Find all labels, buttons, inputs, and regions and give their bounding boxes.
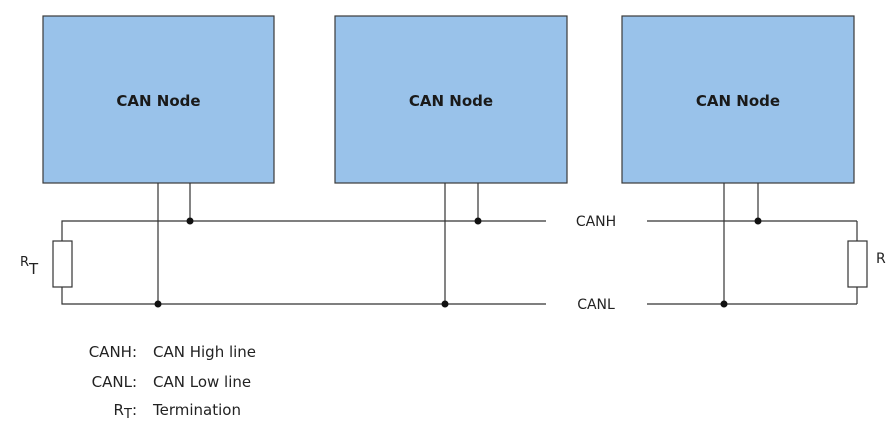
legend-key-canh: CANH: xyxy=(89,343,137,361)
resistor-left-label-main: R xyxy=(20,255,29,270)
can-node-3: CAN Node xyxy=(621,15,855,184)
can-node-label: CAN Node xyxy=(116,92,200,110)
can-node-box xyxy=(334,15,568,184)
legend-value-rt: Termination xyxy=(152,401,241,419)
termination-resistor-right xyxy=(847,240,868,288)
canl-bus-line xyxy=(61,287,858,305)
legend-key-rt: RT: xyxy=(114,401,137,422)
canl-junction-dot xyxy=(720,300,728,308)
resistor-left-label-sub: T xyxy=(28,260,39,278)
legend: CANH: CAN High line CANL: CAN Low line R… xyxy=(89,343,256,422)
can-node-label: CAN Node xyxy=(696,92,780,110)
can-node-1: CAN Node xyxy=(42,15,275,184)
resistor-left-label: RT xyxy=(20,255,39,278)
node-2-connections xyxy=(444,183,479,304)
canl-junction-dot xyxy=(154,300,162,308)
legend-key-canl: CANL: xyxy=(92,373,137,391)
can-node-box xyxy=(42,15,275,184)
can-node-label: CAN Node xyxy=(409,92,493,110)
legend-key-rt-suffix: : xyxy=(132,401,137,419)
legend-value-canl: CAN Low line xyxy=(153,373,251,391)
canl-label: CANL xyxy=(577,297,615,313)
legend-value-canh: CAN High line xyxy=(153,343,256,361)
node-3-connections xyxy=(723,183,759,304)
canh-junction-dot xyxy=(474,217,482,225)
termination-resistor-left xyxy=(52,240,73,288)
legend-key-rt-main: R xyxy=(114,401,124,419)
canl-junction-dot xyxy=(441,300,449,308)
canh-junction-dot xyxy=(754,217,762,225)
can-node-box xyxy=(621,15,855,184)
can-node-2: CAN Node xyxy=(334,15,568,184)
canh-junction-dot xyxy=(186,217,194,225)
node-1-connections xyxy=(157,183,191,304)
legend-key-rt-sub: T xyxy=(123,407,132,422)
canh-bus-line xyxy=(61,220,858,241)
resistor-right-label: R xyxy=(876,251,886,267)
canh-label: CANH xyxy=(576,214,616,230)
